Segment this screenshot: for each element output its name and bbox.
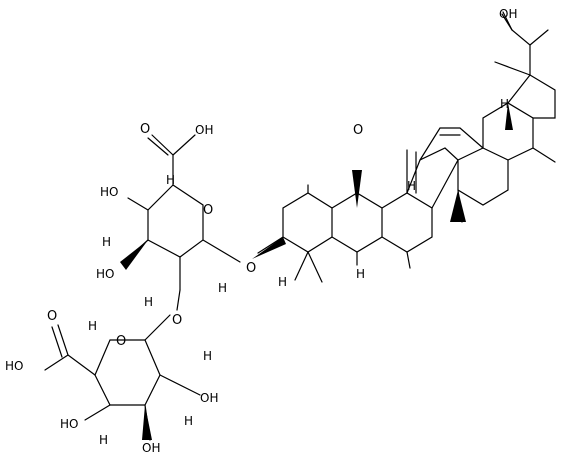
atom-label-ho-carboxyl-low: HO xyxy=(5,359,23,373)
atom-label-oh-bottom: OH xyxy=(142,441,160,455)
atom-label-carboxyl-oh-mid: OH xyxy=(195,123,213,137)
atom-label-keto-o: O xyxy=(353,123,363,138)
atom-label-h-9: H xyxy=(88,319,97,333)
stereo-wedges xyxy=(120,103,513,440)
atom-label-ring-o-1: O xyxy=(203,203,213,218)
atom-label-h-2: H xyxy=(278,275,287,289)
atom-label-h-1: H xyxy=(407,179,416,193)
atom-label-h-3: H xyxy=(356,267,365,281)
atom-label-h-8: H xyxy=(144,295,153,309)
atom-label-ring-o-2: O xyxy=(116,334,126,349)
atom-label-carboxyl-o-low: O xyxy=(47,309,57,324)
atom-label-h-6: H xyxy=(102,235,111,249)
atom-label-ho-1: HO xyxy=(100,185,118,199)
atom-label-h-11: H xyxy=(184,414,193,428)
atom-label-h-10: H xyxy=(203,349,212,363)
atom-label-h-5: H xyxy=(166,173,175,187)
atom-label-h-7: H xyxy=(218,281,227,295)
atom-label-glycosidic-o-1: O xyxy=(246,261,256,276)
atom-label-ho-low-left: HO xyxy=(60,417,78,431)
atom-label-h-4: H xyxy=(500,97,509,111)
bond-lines xyxy=(44,11,556,441)
atom-label-glycosidic-o-2: O xyxy=(172,313,182,328)
atom-label-h-12: H xyxy=(99,433,108,447)
atom-label-carboxyl-o-mid: O xyxy=(140,122,150,137)
atom-label-ho-2: HO xyxy=(96,267,114,281)
atom-labels: OH O O O O O OH O HO HO HO O OH HO OH H … xyxy=(5,7,517,455)
atom-label-oh-low-right: OH xyxy=(200,391,218,405)
atom-label-carboxyl-oh-top: OH xyxy=(499,7,517,21)
